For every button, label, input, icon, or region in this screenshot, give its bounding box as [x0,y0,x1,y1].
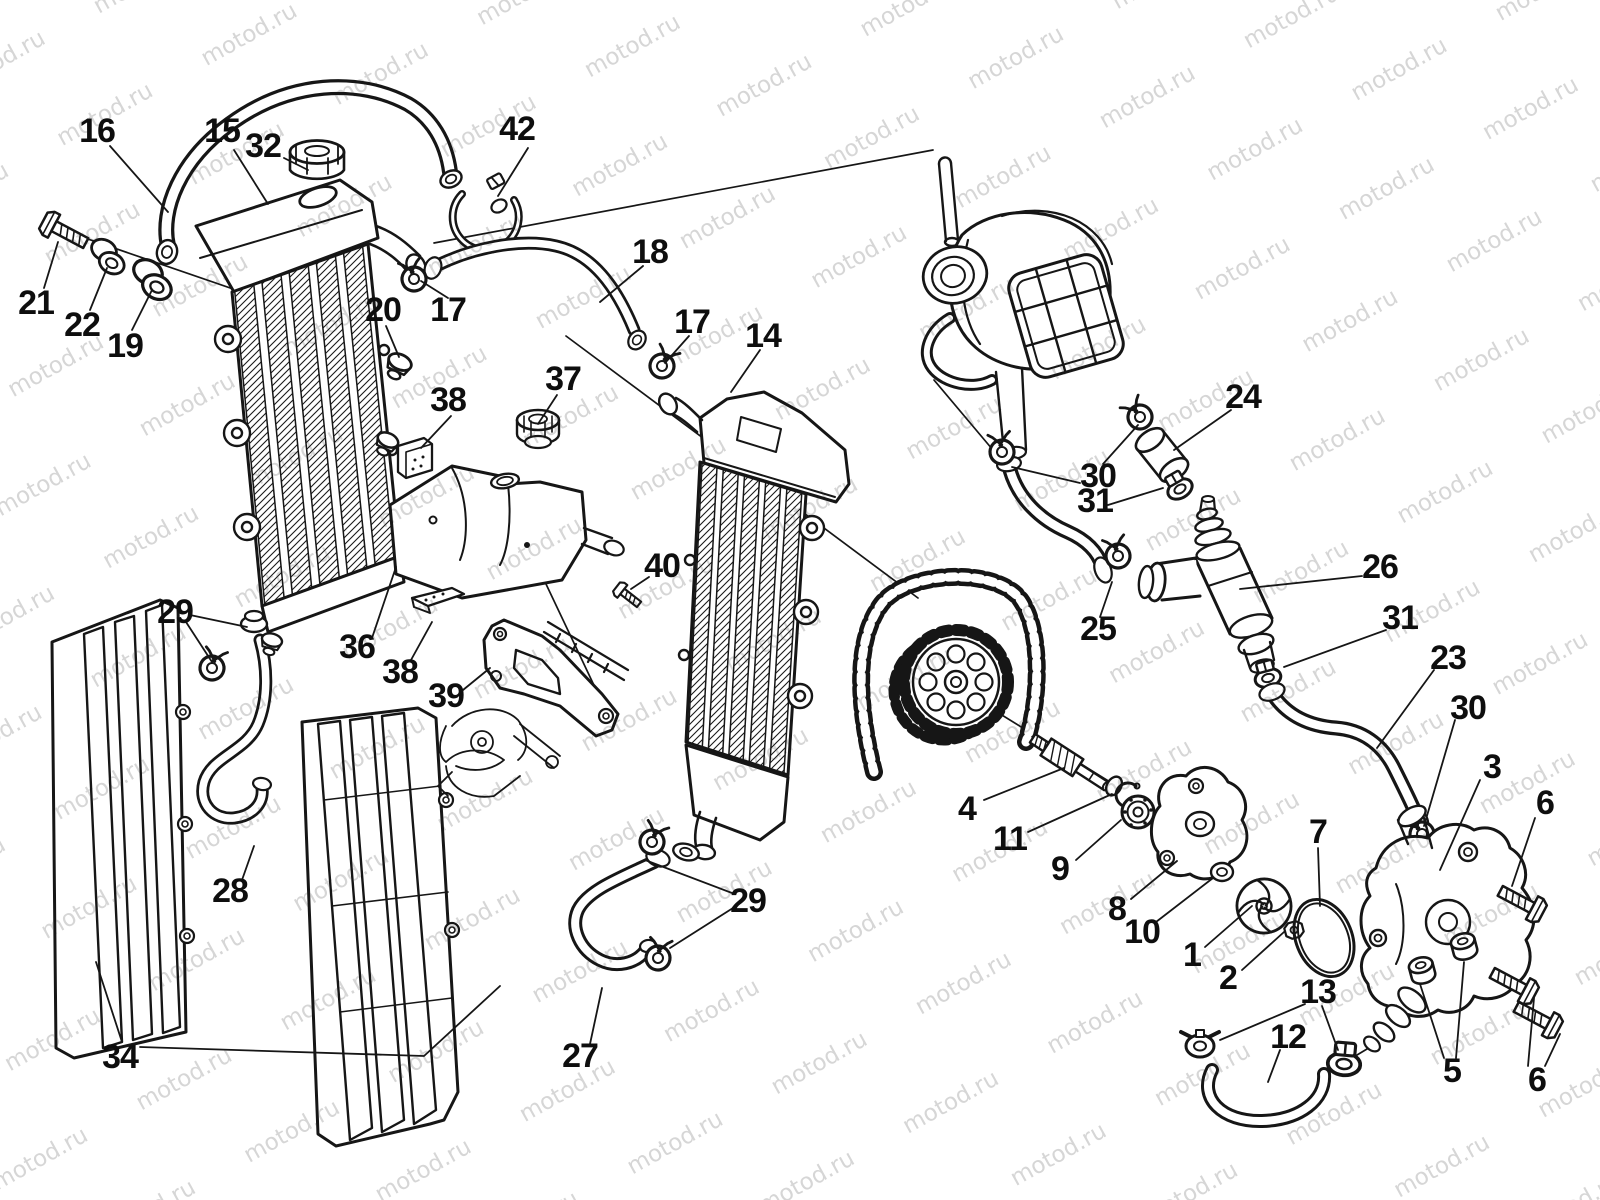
mounting-pad-38a [396,436,434,480]
hose-18 [423,236,647,351]
tank-cap-37 [515,408,561,450]
o-ring-7 [1292,897,1356,979]
grommet-22 [82,233,134,280]
reserve-tank [388,464,625,600]
impeller-1 [1235,877,1293,935]
pump-body-3 [1359,804,1536,1053]
y-pipe-26 [1137,495,1276,674]
engine-sketch [437,708,561,798]
sprocket [888,624,1014,746]
hose-27 [568,842,700,972]
screw-40 [612,581,643,609]
overflow-pipe [937,156,961,248]
hose-12 [1201,1063,1332,1129]
hose-28 [196,609,273,825]
leader-lines [43,145,1561,1083]
radiator-cap-32 [288,139,346,181]
thermostat-housing [920,209,1125,461]
assembly-lines [49,149,1373,1059]
bearing-9 [1120,794,1156,830]
thermostat-cap-grid [1007,253,1125,379]
radiator-guard-left [50,598,196,1060]
pump-cover-8 [1150,766,1249,881]
drive-chain [852,568,1046,781]
left-radiator [194,139,427,634]
radiator-guard-right [300,706,461,1148]
bolt-21 [35,207,94,257]
bracket-39 [482,618,630,738]
hose-16 [155,79,463,266]
mounting-pad-38b [410,586,466,614]
pump-shaft-4 [1028,732,1111,792]
hose-25 [996,455,1113,584]
seal-10 [1209,861,1235,883]
right-radiator [657,390,851,861]
